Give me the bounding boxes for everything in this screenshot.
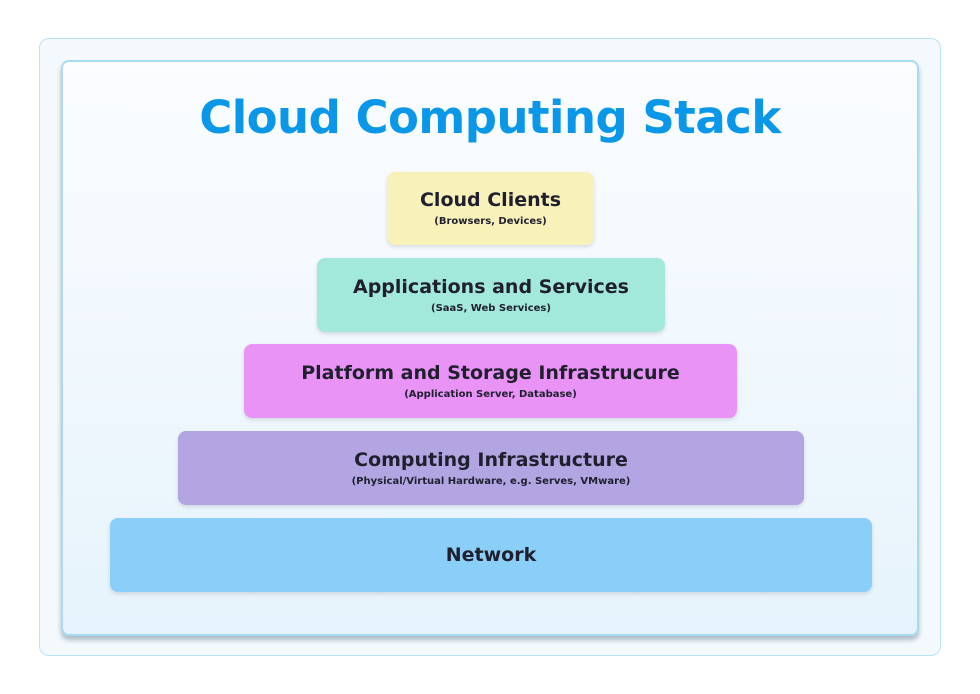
- layer-cloud-clients: Cloud Clients (Browsers, Devices): [387, 172, 594, 245]
- layer-name: Computing Infrastructure: [354, 448, 628, 471]
- layer-name: Platform and Storage Infrastrucure: [301, 361, 680, 384]
- layer-computing-infrastructure: Computing Infrastructure (Physical/Virtu…: [178, 431, 804, 505]
- layer-network: Network: [110, 518, 872, 592]
- layer-name: Cloud Clients: [419, 189, 562, 211]
- layer-subtitle: (Physical/Virtual Hardware, e.g. Serves,…: [351, 475, 631, 487]
- layer-subtitle: (Browsers, Devices): [434, 216, 547, 227]
- layer-name: Applications and Services: [353, 275, 629, 298]
- layer-subtitle: (Application Server, Database): [404, 388, 577, 400]
- layer-name: Network: [445, 544, 537, 566]
- diagram-title: Cloud Computing Stack: [199, 91, 781, 144]
- layer-applications-services: Applications and Services (SaaS, Web Ser…: [317, 258, 665, 332]
- layer-platform-storage: Platform and Storage Infrastrucure (Appl…: [244, 344, 737, 418]
- layer-subtitle: (SaaS, Web Services): [431, 302, 551, 314]
